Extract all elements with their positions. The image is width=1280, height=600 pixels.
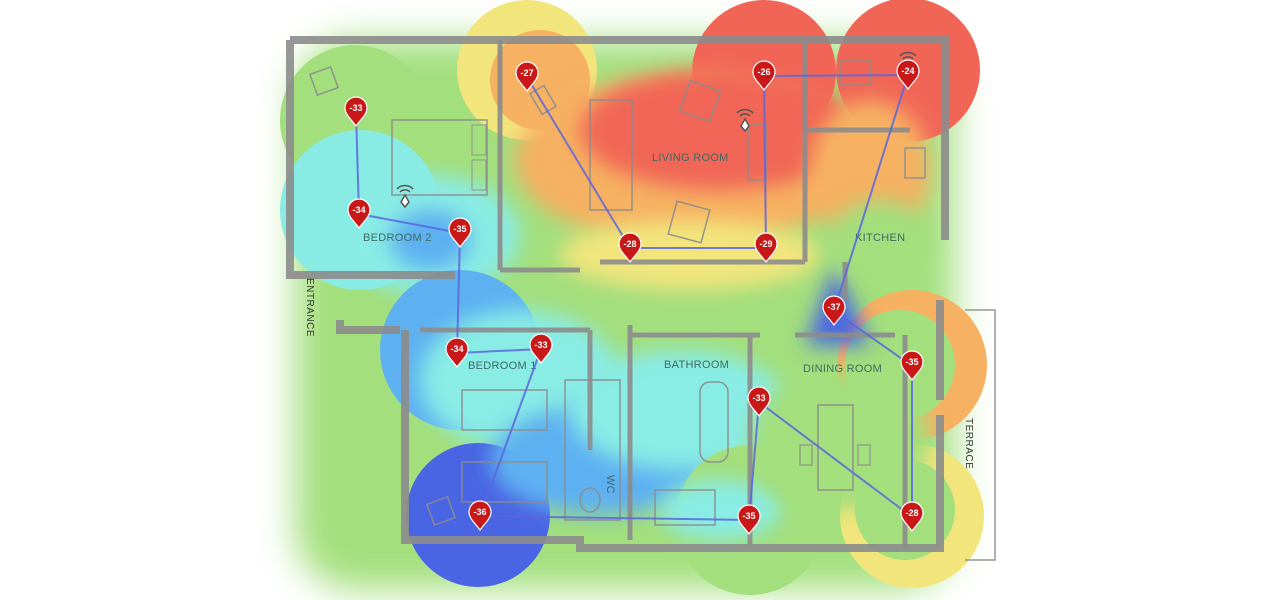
pin-value: -28 xyxy=(905,508,918,518)
survey-route xyxy=(355,73,913,522)
pin-marker-icon xyxy=(529,333,553,364)
pin-marker-icon xyxy=(900,501,924,532)
heat-blob-bathroom xyxy=(570,350,790,470)
outer-wall xyxy=(286,36,949,552)
pin-marker-icon xyxy=(515,61,539,92)
label-bathroom: BATHROOM xyxy=(664,359,729,371)
measurement-pin[interactable]: -35 xyxy=(448,217,472,248)
floorplan-walls xyxy=(286,36,996,561)
pin-value: -34 xyxy=(450,344,463,354)
pin-value: -34 xyxy=(352,205,365,215)
measurement-pin[interactable]: -34 xyxy=(445,337,469,368)
heat-blob-living-red xyxy=(580,70,860,190)
measurement-pin[interactable]: -33 xyxy=(747,386,771,417)
heat-blob-kitchen-green xyxy=(830,200,930,280)
signal-heatmap xyxy=(280,0,987,595)
pin-value: -35 xyxy=(905,357,918,367)
pin-marker-icon xyxy=(896,59,920,90)
label-kitchen: KITCHEN xyxy=(855,232,905,244)
pin-value: -26 xyxy=(757,67,770,77)
armchair-living-bottom xyxy=(667,200,711,244)
route-line xyxy=(355,73,913,522)
heat-blob-dining xyxy=(750,370,930,510)
pin-marker-icon xyxy=(347,198,371,229)
bed-bedroom1-top xyxy=(461,389,548,431)
measurement-pin[interactable]: -24 xyxy=(896,59,920,90)
measurement-pin[interactable]: -29 xyxy=(754,232,778,263)
heat-blob-living-yellow xyxy=(560,220,820,290)
terrace-rail xyxy=(965,309,996,561)
pin-value: -29 xyxy=(759,239,772,249)
label-living-room: LIVING ROOM xyxy=(652,152,729,164)
pin-marker-icon xyxy=(900,350,924,381)
pin-value: -33 xyxy=(752,393,765,403)
pin-marker-icon xyxy=(618,232,642,263)
pin-value: -33 xyxy=(534,340,547,350)
pin-marker-icon xyxy=(747,386,771,417)
tv-unit-living xyxy=(747,124,767,181)
pin-value: -36 xyxy=(473,507,486,517)
pin-marker-icon xyxy=(752,60,776,91)
measurement-pin[interactable]: -35 xyxy=(737,504,761,535)
chair-living-left xyxy=(529,84,557,116)
chair-bedroom2 xyxy=(308,65,340,97)
measurement-pin[interactable]: -26 xyxy=(752,60,776,91)
measurement-pins: -27 -26 -24 -33 -34 -35 -28 -29 -37 -34 -33 -35 -33 -… xyxy=(344,59,924,535)
measurement-pin[interactable]: -33 xyxy=(529,333,553,364)
measurement-pin[interactable]: -33 xyxy=(344,96,368,127)
stove-kitchen xyxy=(904,147,926,179)
dining-chair-a xyxy=(799,444,813,466)
bed-bedroom2 xyxy=(391,119,488,196)
label-bedroom-1: BEDROOM 1 xyxy=(468,360,537,372)
measurement-pin[interactable]: -27 xyxy=(515,61,539,92)
pin-marker-icon xyxy=(448,217,472,248)
wifi-router-icon[interactable] xyxy=(396,184,414,209)
interior-walls xyxy=(420,40,910,548)
pillow-bedroom2-a xyxy=(471,124,487,156)
wc-box xyxy=(564,379,621,521)
pin-value: -28 xyxy=(623,239,636,249)
pin-marker-icon xyxy=(822,295,846,326)
pin-marker-icon xyxy=(754,232,778,263)
measurement-pin[interactable]: -28 xyxy=(618,232,642,263)
bed-bedroom1-bottom xyxy=(461,461,548,503)
pin-value: -37 xyxy=(827,302,840,312)
measurement-pin[interactable]: -36 xyxy=(468,500,492,531)
heat-blob-south-cyan xyxy=(660,480,780,540)
pillow-bedroom2-b xyxy=(471,159,487,191)
wifi-router-icon[interactable] xyxy=(736,108,754,133)
pin-value: -24 xyxy=(901,66,914,76)
label-bedroom-2: BEDROOM 2 xyxy=(363,232,432,244)
pin-value: -35 xyxy=(453,224,466,234)
measurement-pin[interactable]: -34 xyxy=(347,198,371,229)
dining-chair-b xyxy=(857,444,871,466)
counter-kitchen xyxy=(839,59,871,86)
pin-marker-icon xyxy=(737,504,761,535)
measurement-pin[interactable]: -28 xyxy=(900,501,924,532)
label-wc: WC xyxy=(604,475,616,494)
measurement-pin[interactable]: -37 xyxy=(822,295,846,326)
pin-marker-icon xyxy=(468,500,492,531)
label-entrance: ENTRANCE xyxy=(304,278,315,337)
pin-marker-icon xyxy=(344,96,368,127)
armchair-living-top xyxy=(678,79,722,123)
chair-bedroom1 xyxy=(425,495,457,527)
bathtub xyxy=(699,381,729,463)
sofa-living xyxy=(589,99,633,211)
pin-value: -35 xyxy=(742,511,755,521)
toilet xyxy=(579,487,601,513)
pin-value: -27 xyxy=(520,68,533,78)
measurement-pin[interactable]: -35 xyxy=(900,350,924,381)
pin-value: -33 xyxy=(349,103,362,113)
label-dining-room: DINING ROOM xyxy=(803,363,882,375)
label-terrace: TERRACE xyxy=(963,418,974,469)
pin-marker-icon xyxy=(445,337,469,368)
room-labels: LIVING ROOM BEDROOM 2 KITCHEN BEDROOM 1 … xyxy=(304,152,974,494)
bathroom-sink xyxy=(654,489,716,526)
